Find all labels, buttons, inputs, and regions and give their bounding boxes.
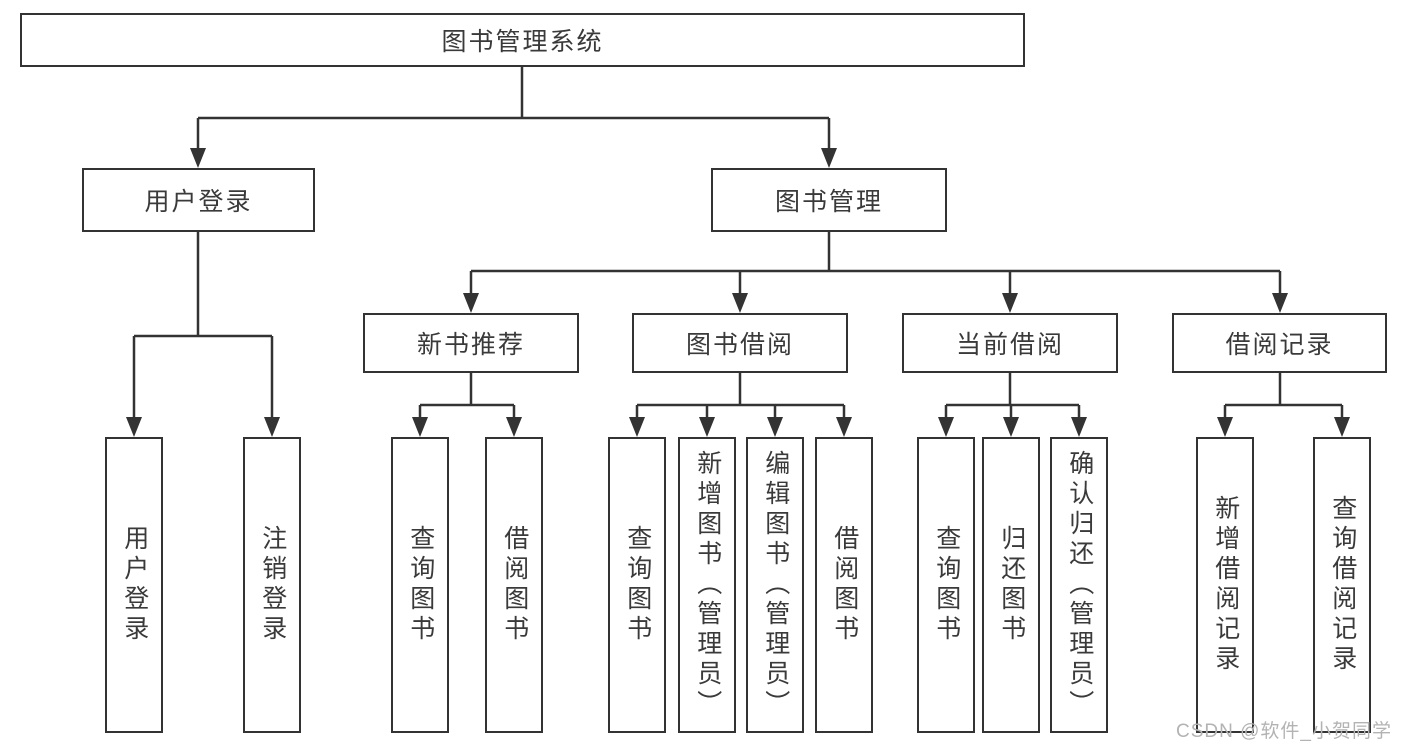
leaf-records-query-record: 查询借阅记录 bbox=[1313, 437, 1371, 733]
leaf-borrowing-edit-books-admin: 编辑图书（管理员） bbox=[746, 437, 804, 733]
leaf-borrowing-query-books: 查询图书 bbox=[608, 437, 666, 733]
leaf-borrowing-add-books-admin-label: 新增图书（管理员） bbox=[693, 450, 722, 720]
node-system-root-label: 图书管理系统 bbox=[441, 28, 604, 56]
leaf-records-add-record-label: 新增借阅记录 bbox=[1211, 495, 1240, 675]
node-borrow-records: 借阅记录 bbox=[1172, 313, 1387, 373]
leaf-logout-label: 注销登录 bbox=[258, 525, 287, 645]
node-new-book-recommend: 新书推荐 bbox=[363, 313, 579, 373]
leaf-current-query-books-label: 查询图书 bbox=[932, 525, 961, 645]
node-book-management: 图书管理 bbox=[711, 168, 947, 232]
leaf-user-login-label: 用户登录 bbox=[120, 525, 149, 645]
leaf-current-confirm-return-admin-label: 确认归还（管理员） bbox=[1065, 450, 1094, 720]
leaf-current-return-books: 归还图书 bbox=[982, 437, 1040, 733]
leaf-user-login: 用户登录 bbox=[105, 437, 163, 733]
arrowheads bbox=[126, 148, 1350, 437]
node-borrow-records-label: 借阅记录 bbox=[1225, 331, 1334, 359]
node-new-book-recommend-label: 新书推荐 bbox=[416, 331, 525, 359]
leaf-current-confirm-return-admin: 确认归还（管理员） bbox=[1050, 437, 1108, 733]
leaf-borrowing-borrow-books-label: 借阅图书 bbox=[830, 525, 859, 645]
leaf-recommend-query-books: 查询图书 bbox=[391, 437, 449, 733]
leaf-borrowing-borrow-books: 借阅图书 bbox=[815, 437, 873, 733]
node-current-borrowing-label: 当前借阅 bbox=[955, 331, 1064, 359]
node-user-login-label: 用户登录 bbox=[144, 188, 253, 216]
csdn-watermark: CSDN @软件_小贺同学 bbox=[1176, 721, 1392, 742]
node-user-login: 用户登录 bbox=[82, 168, 315, 232]
node-system-root: 图书管理系统 bbox=[20, 13, 1025, 67]
node-book-borrowing-label: 图书借阅 bbox=[685, 331, 794, 359]
leaf-records-query-record-label: 查询借阅记录 bbox=[1328, 495, 1357, 675]
leaf-borrowing-query-books-label: 查询图书 bbox=[623, 525, 652, 645]
leaf-borrowing-edit-books-admin-label: 编辑图书（管理员） bbox=[761, 450, 790, 720]
leaf-logout: 注销登录 bbox=[243, 437, 301, 733]
leaf-recommend-query-books-label: 查询图书 bbox=[406, 525, 435, 645]
leaf-recommend-borrow-books: 借阅图书 bbox=[485, 437, 543, 733]
leaf-borrowing-add-books-admin: 新增图书（管理员） bbox=[678, 437, 736, 733]
node-book-borrowing: 图书借阅 bbox=[632, 313, 848, 373]
node-current-borrowing: 当前借阅 bbox=[902, 313, 1118, 373]
leaf-current-query-books: 查询图书 bbox=[917, 437, 975, 733]
leaf-current-return-books-label: 归还图书 bbox=[997, 525, 1026, 645]
leaf-recommend-borrow-books-label: 借阅图书 bbox=[500, 525, 529, 645]
leaf-records-add-record: 新增借阅记录 bbox=[1196, 437, 1254, 733]
node-book-management-label: 图书管理 bbox=[774, 188, 883, 216]
